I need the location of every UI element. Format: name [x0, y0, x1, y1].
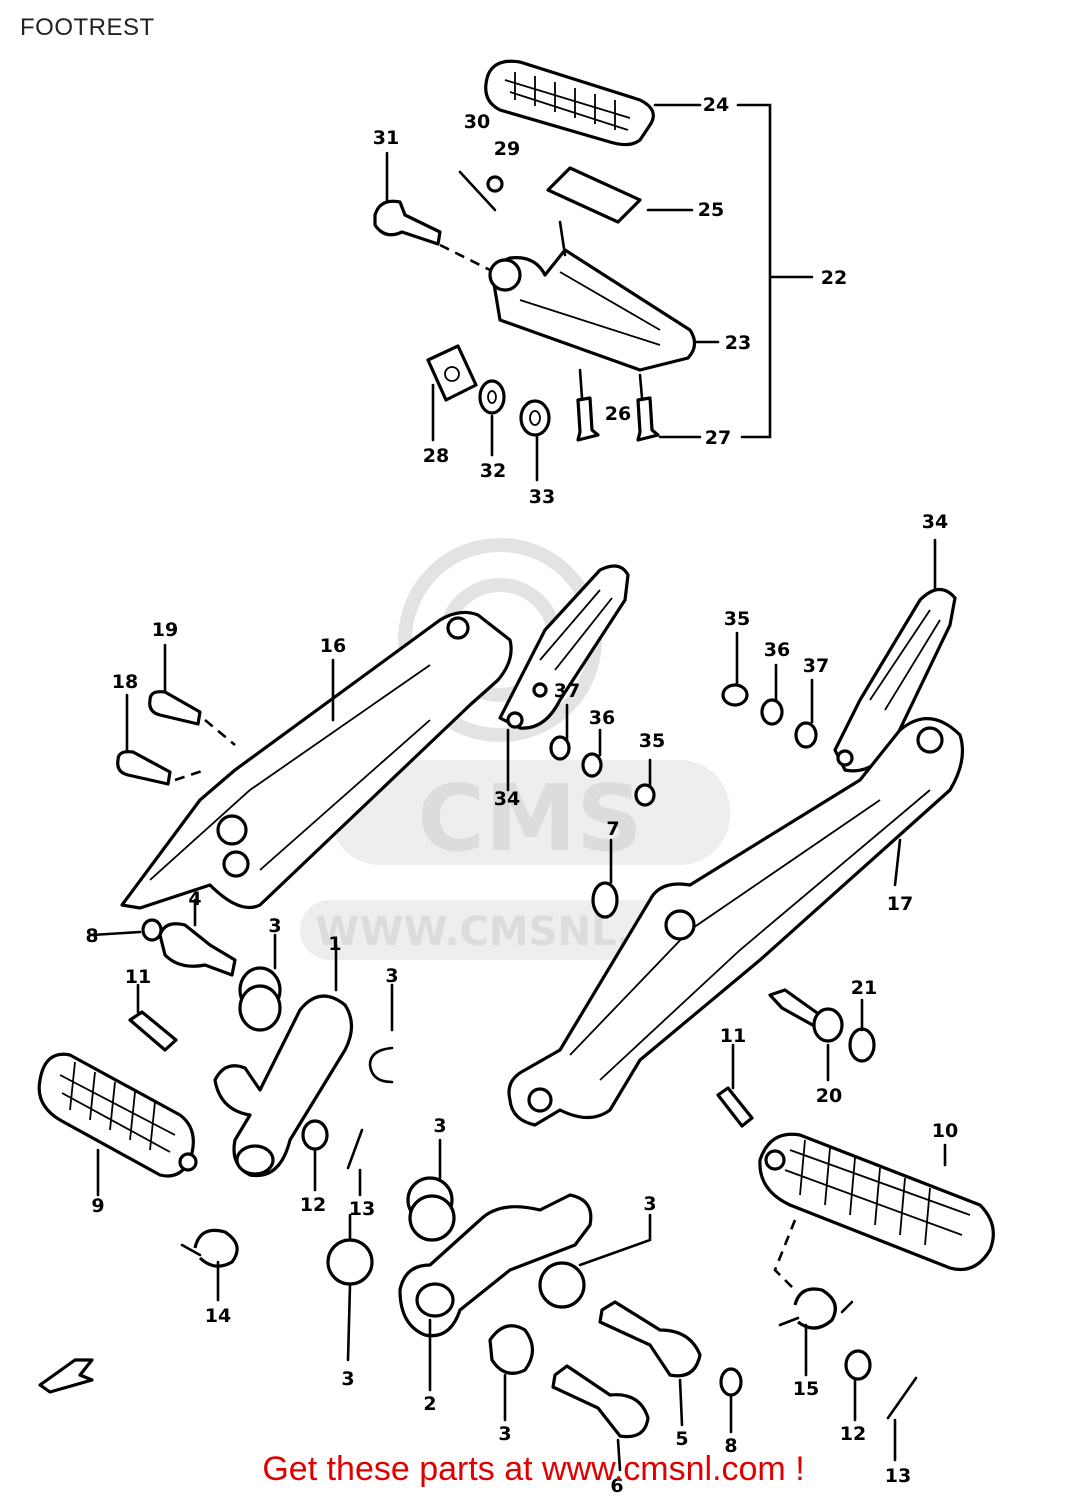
callout-35: 35	[724, 608, 750, 630]
callout-37: 37	[554, 680, 580, 702]
callout-12: 12	[840, 1423, 866, 1445]
callout-14: 14	[205, 1305, 231, 1327]
callout-11: 11	[125, 966, 151, 988]
callout-labels: 1 2 3 3 3 3 3 3 4 5 6 7 8 8 9 10 11 11 1…	[85, 94, 958, 1497]
callout-33: 33	[529, 486, 555, 508]
callout-36: 36	[589, 707, 615, 729]
watermark-brand: CMS	[417, 765, 642, 872]
cms-watermark: CMS WWW.CMSNL.COM	[300, 538, 750, 960]
callout-36: 36	[764, 639, 790, 661]
callout-3: 3	[385, 965, 398, 987]
callout-16: 16	[320, 635, 346, 657]
callout-23: 23	[725, 332, 751, 354]
callout-30: 30	[464, 111, 490, 133]
callout-6: 6	[610, 1475, 623, 1497]
callout-11: 11	[720, 1025, 746, 1047]
callout-9: 9	[91, 1195, 104, 1217]
callout-12: 12	[300, 1194, 326, 1216]
callout-34: 34	[494, 788, 520, 810]
callout-5: 5	[675, 1428, 688, 1450]
callout-37: 37	[803, 655, 829, 677]
lower-middle-linkage	[326, 1138, 743, 1472]
callout-15: 15	[793, 1378, 819, 1400]
callout-28: 28	[423, 445, 449, 467]
callout-20: 20	[816, 1085, 842, 1107]
callout-32: 32	[480, 460, 506, 482]
right-bracket	[507, 717, 964, 1128]
left-bracket	[116, 610, 513, 910]
callout-3: 3	[341, 1368, 354, 1390]
callout-25: 25	[698, 199, 724, 221]
callout-3: 3	[433, 1115, 446, 1137]
callout-3: 3	[268, 915, 281, 937]
footer-link[interactable]: Get these parts at www.cmsnl.com !	[262, 1450, 805, 1488]
callout-21: 21	[851, 977, 877, 999]
callout-29: 29	[494, 138, 520, 160]
callout-4: 4	[188, 888, 201, 910]
callout-35: 35	[639, 730, 665, 752]
callout-3: 3	[498, 1423, 511, 1445]
callout-31: 31	[373, 127, 399, 149]
callout-22: 22	[821, 267, 847, 289]
callout-10: 10	[932, 1120, 958, 1142]
callout-7: 7	[606, 818, 619, 840]
callout-8: 8	[724, 1435, 737, 1457]
callout-27: 27	[705, 427, 731, 449]
callout-18: 18	[112, 671, 138, 693]
right-plate-34	[721, 538, 957, 773]
callout-13: 13	[885, 1465, 911, 1487]
callout-34: 34	[922, 511, 948, 533]
callout-13: 13	[349, 1198, 375, 1220]
page-title: FOOTREST	[20, 14, 155, 41]
callout-2: 2	[423, 1393, 436, 1415]
left-plate-34	[498, 564, 656, 919]
callout-24: 24	[703, 94, 729, 116]
callout-3: 3	[643, 1193, 656, 1215]
callout-8: 8	[85, 925, 98, 947]
upper-footrest-assembly	[373, 59, 814, 482]
callout-1: 1	[328, 933, 341, 955]
callout-26: 26	[605, 403, 631, 425]
front-arrow-icon	[38, 1358, 94, 1394]
callout-17: 17	[887, 893, 913, 915]
lower-left-linkage	[37, 898, 394, 1302]
right-footrest	[758, 1132, 995, 1462]
callout-19: 19	[152, 619, 178, 641]
